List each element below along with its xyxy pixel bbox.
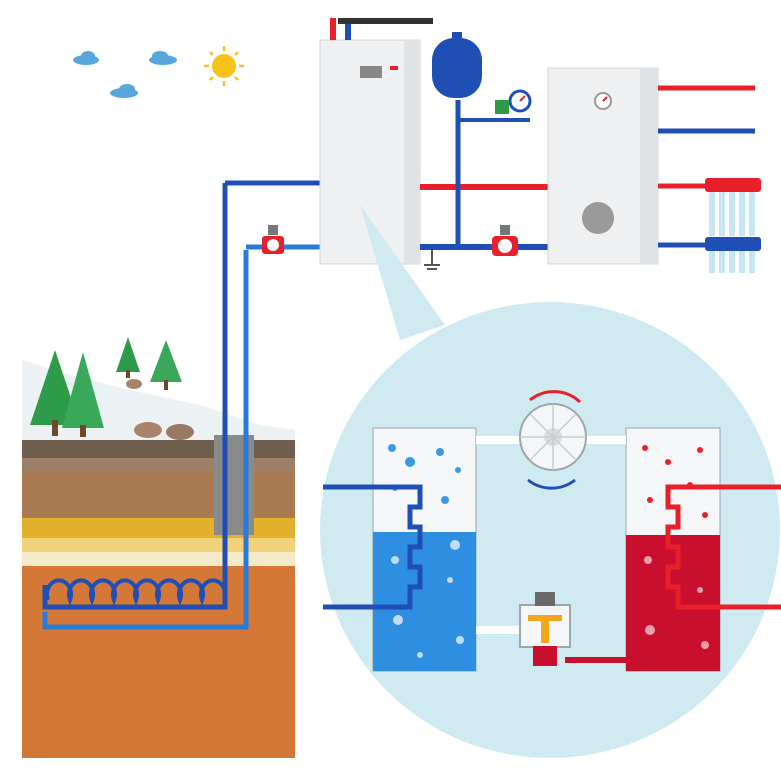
outlet-pipes (658, 85, 755, 248)
return-manifold (705, 237, 761, 273)
tree-icon (62, 352, 104, 437)
expansion-valve-icon (519, 592, 571, 666)
heat-pump-unit (319, 18, 433, 265)
evaporator-tank (372, 427, 477, 672)
ground-icon (424, 250, 440, 270)
evaporator-coil (323, 484, 423, 610)
pressure-gauge-icon (495, 89, 532, 114)
cloud-icon (149, 51, 177, 65)
circulation-pump-icon (262, 225, 284, 254)
sun-icon (204, 46, 244, 86)
compressor-icon (519, 390, 587, 490)
ground-loop-pipe (42, 183, 249, 630)
circulation-pump-icon (492, 225, 518, 256)
supply-manifold (705, 178, 761, 236)
condenser-coil (665, 484, 781, 610)
refrigerant-lines (476, 436, 626, 663)
thermometer-icon (594, 92, 612, 110)
cloud-icon (110, 84, 138, 98)
tree-icon (30, 350, 80, 436)
tree-icon (116, 337, 140, 378)
tree-icon (150, 340, 182, 390)
expansion-tank-icon (432, 32, 482, 98)
rock-icon (126, 379, 194, 440)
cloud-icon (73, 51, 99, 65)
distribution-pipes (420, 100, 548, 250)
